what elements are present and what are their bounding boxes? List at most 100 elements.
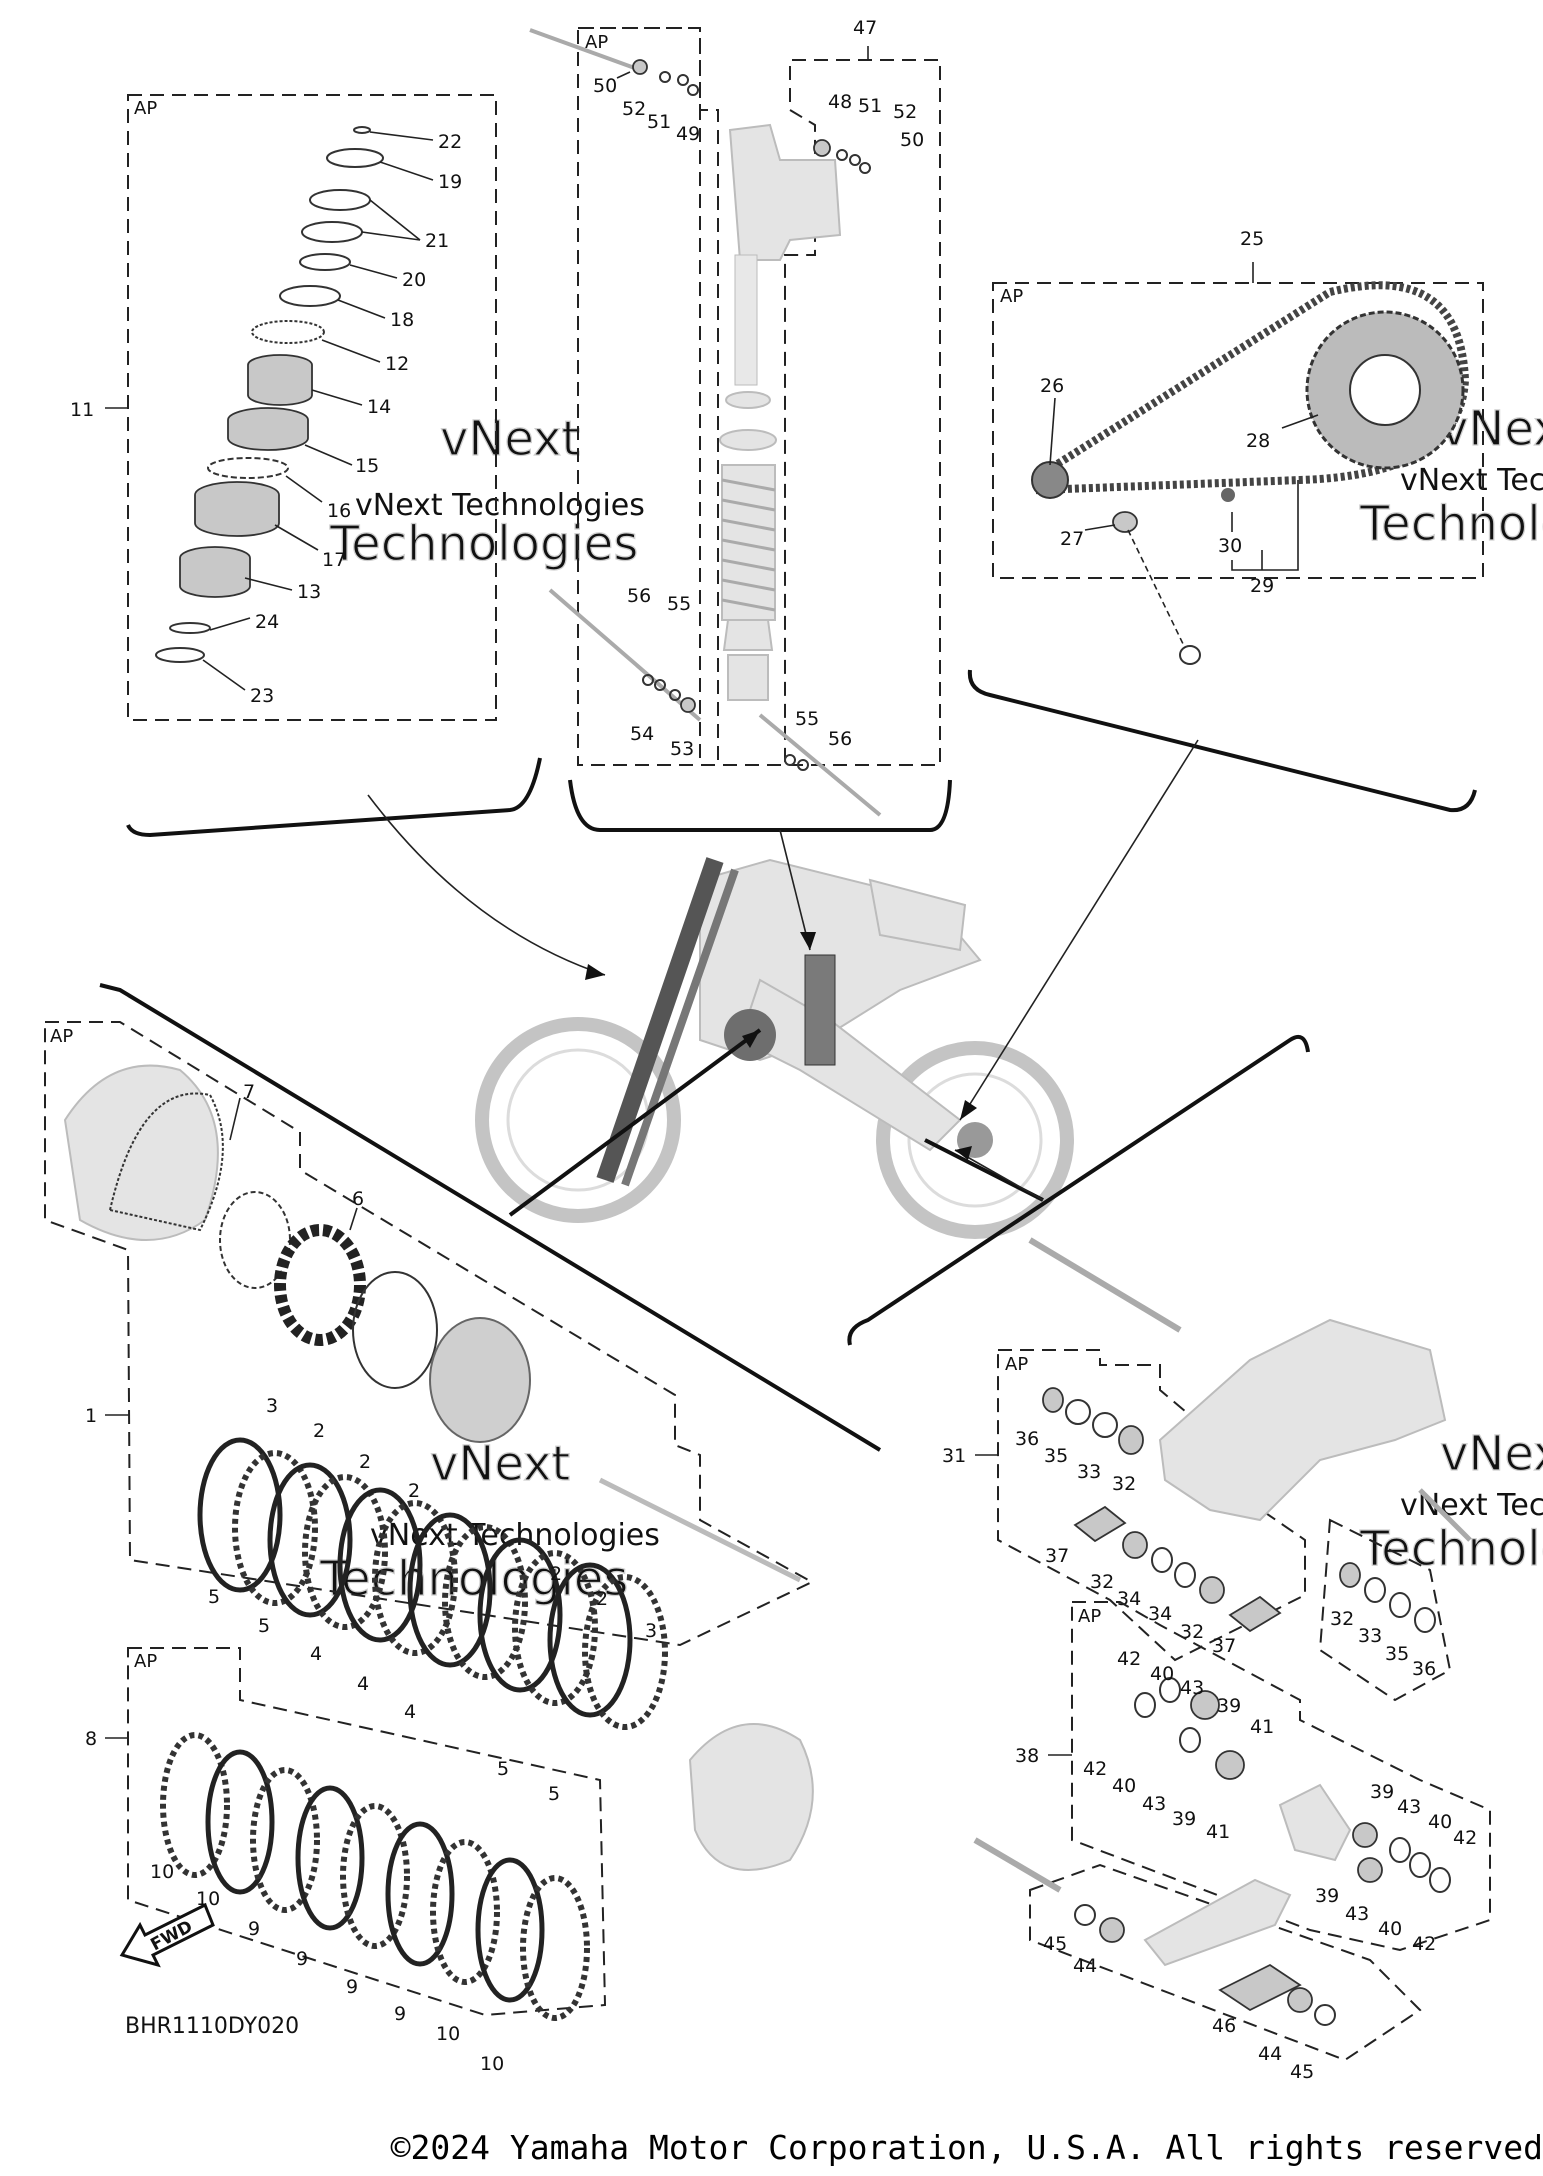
callout-53: 53 [670,738,694,760]
callout-33: 33 [1358,1625,1382,1647]
linkage-panel: AP 38 42 40 43 39 [973,1601,1491,2083]
callout-26: 26 [1040,375,1064,397]
callout-34: 34 [1117,1588,1141,1610]
linkage-callouts: 38 42 40 43 39 41 42 40 43 39 41 39 43 4… [1015,1648,1477,2083]
callout-4: 4 [310,1643,322,1665]
clutch-ap-box [44,1021,815,1647]
chain-panel: AP 25 26 28 30 27 29 [992,228,1484,665]
watermark-text: vNext [1440,1426,1543,1482]
friction-ap-box [127,1647,607,2017]
callout-8: 8 [85,1728,97,1750]
callout-2: 2 [596,1588,608,1610]
callout-5: 5 [548,1783,560,1805]
callout-39: 39 [1315,1885,1339,1907]
fork-parts [155,126,384,663]
callout-2: 2 [313,1420,325,1442]
callout-5: 5 [208,1586,220,1608]
chain-callouts: 26 28 30 27 29 [1040,375,1319,597]
callout-10: 10 [480,2053,504,2075]
watermark-group: vNext Technologies vNext Technologies vN… [318,400,1543,1607]
ap-label: AP [585,32,608,53]
callout-42: 42 [1453,1827,1477,1849]
callout-23: 23 [250,685,274,707]
watermark-text: Technologies [1359,496,1543,552]
callout-42: 42 [1117,1648,1141,1670]
callout-12: 12 [385,353,409,375]
callout-40: 40 [1112,1775,1136,1797]
callout-37: 37 [1045,1545,1069,1567]
callout-4: 4 [404,1701,416,1723]
callout-2: 2 [408,1480,420,1502]
callout-9: 9 [394,2003,406,2025]
callout-55: 55 [667,593,691,615]
callout-50: 50 [593,75,617,97]
callout-44: 44 [1073,1955,1097,1977]
watermark-text: vNext [430,1436,570,1492]
swingarm-panel: AP 31 36 35 33 32 [942,1237,1472,1702]
callout-36: 36 [1015,1428,1039,1450]
callout-6: 6 [352,1188,364,1210]
callout-39: 39 [1217,1695,1241,1717]
callout-36: 36 [1412,1658,1436,1680]
watermark-text: Technologies [1359,1521,1543,1577]
callout-34: 34 [1148,1603,1172,1625]
callout-13: 13 [297,581,321,603]
callout-43: 43 [1397,1796,1421,1818]
callout-54: 54 [630,723,654,745]
callout-42: 42 [1412,1933,1436,1955]
fork-panel: AP 22 19 21 20 [70,94,497,721]
callout-9: 9 [296,1948,308,1970]
callout-19: 19 [438,171,462,193]
callout-27: 27 [1060,528,1084,550]
callout-39: 39 [1172,1808,1196,1830]
callout-1: 1 [85,1405,97,1427]
callout-40: 40 [1378,1918,1402,1940]
callout-39: 39 [1370,1781,1394,1803]
callout-43: 43 [1142,1793,1166,1815]
clutch-panel: AP [44,1021,815,2075]
callout-10: 10 [150,1861,174,1883]
clutch-callouts: 7 6 1 3 2 2 2 2 2 3 5 5 4 4 4 5 5 [85,1081,657,1805]
callout-41: 41 [1250,1716,1274,1738]
callout-52: 52 [893,101,917,123]
shock-parts [529,28,882,817]
callout-51: 51 [858,95,882,117]
leader-connectors [99,669,1477,1452]
chain-parts [1031,281,1470,665]
friction-plates [160,1732,590,2021]
callout-43: 43 [1345,1903,1369,1925]
watermark-text: vNext Technologies [355,488,645,523]
callout-44: 44 [1258,2043,1282,2065]
callout-4: 4 [357,1673,369,1695]
watermark-text: vNext [440,411,580,467]
swingarm-right-box [1318,1518,1452,1702]
ap-label: AP [50,1026,73,1047]
callout-28: 28 [1246,430,1270,452]
callout-55: 55 [795,708,819,730]
motorcycle-illustration [475,857,1074,1239]
callout-32: 32 [1112,1473,1136,1495]
clutch-pack [197,1437,668,1730]
callout-45: 45 [1043,1933,1067,1955]
callout-2: 2 [359,1451,371,1473]
callout-10: 10 [196,1888,220,1910]
callout-3: 3 [266,1395,278,1417]
callout-21: 21 [425,230,449,252]
callout-45: 45 [1290,2061,1314,2083]
callout-32: 32 [1330,1608,1354,1630]
swingarm-parts [1028,1237,1472,1633]
callout-2: 2 [550,1563,562,1585]
callout-32: 32 [1090,1571,1114,1593]
watermark-text: vNext Technologies [1400,463,1543,498]
callout-24: 24 [255,611,279,633]
callout-56: 56 [828,728,852,750]
ap-label: AP [1005,1354,1028,1375]
ap-label: AP [134,98,157,119]
callout-56: 56 [627,585,651,607]
callout-52: 52 [622,98,646,120]
callout-46: 46 [1212,2015,1236,2037]
callout-35: 35 [1385,1643,1409,1665]
callout-3: 3 [645,1620,657,1642]
callout-43: 43 [1180,1677,1204,1699]
